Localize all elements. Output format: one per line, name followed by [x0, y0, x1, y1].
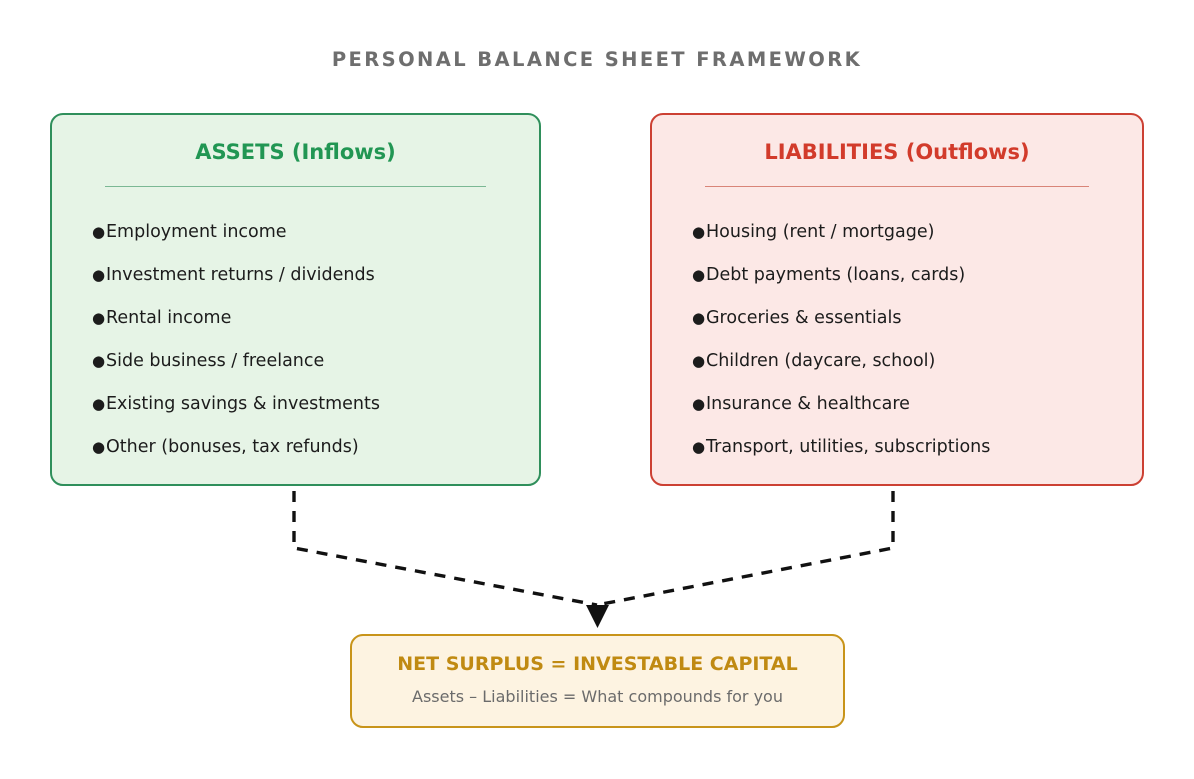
bullet-icon: ● [92, 395, 106, 413]
list-item: ● Housing (rent / mortgage) [692, 211, 1124, 254]
bullet-icon: ● [692, 223, 706, 241]
assets-panel: ASSETS (Inflows) ● Employment income ● I… [50, 113, 541, 486]
assets-divider [105, 186, 486, 187]
liabilities-list: ● Housing (rent / mortgage) ● Debt payme… [692, 211, 1124, 469]
list-item-label: Insurance & healthcare [706, 394, 910, 414]
list-item: ● Debt payments (loans, cards) [692, 254, 1124, 297]
bullet-icon: ● [692, 309, 706, 327]
bullet-icon: ● [692, 438, 706, 456]
list-item-label: Side business / freelance [106, 351, 325, 371]
list-item-label: Investment returns / dividends [106, 265, 375, 285]
net-surplus-box: NET SURPLUS = INVESTABLE CAPITAL Assets … [350, 634, 845, 728]
bullet-icon: ● [92, 309, 106, 327]
net-surplus-subtitle: Assets – Liabilities = What compounds fo… [412, 687, 783, 706]
list-item: ● Investment returns / dividends [92, 254, 521, 297]
list-item: ● Transport, utilities, subscriptions [692, 426, 1124, 469]
list-item-label: Debt payments (loans, cards) [706, 265, 966, 285]
liabilities-divider [705, 186, 1089, 187]
list-item: ● Side business / freelance [92, 340, 521, 383]
bullet-icon: ● [92, 223, 106, 241]
liabilities-connector-line [596, 491, 895, 607]
list-item: ● Employment income [92, 211, 521, 254]
assets-list: ● Employment income ● Investment returns… [92, 211, 521, 469]
list-item-label: Children (daycare, school) [706, 351, 936, 371]
list-item-label: Existing savings & investments [106, 394, 380, 414]
bullet-icon: ● [692, 352, 706, 370]
bullet-icon: ● [692, 395, 706, 413]
list-item: ● Other (bonuses, tax refunds) [92, 426, 521, 469]
list-item-label: Housing (rent / mortgage) [706, 222, 935, 242]
bullet-icon: ● [92, 266, 106, 284]
assets-connector-line [292, 491, 598, 607]
list-item: ● Groceries & essentials [692, 297, 1124, 340]
list-item-label: Transport, utilities, subscriptions [706, 437, 991, 457]
page-title: PERSONAL BALANCE SHEET FRAMEWORK [331, 48, 863, 71]
arrowhead-down-icon [586, 605, 609, 628]
list-item: ● Children (daycare, school) [692, 340, 1124, 383]
bullet-icon: ● [92, 352, 106, 370]
list-item-label: Rental income [106, 308, 232, 328]
list-item-label: Other (bonuses, tax refunds) [106, 437, 359, 457]
liabilities-heading: LIABILITIES (Outflows) [764, 140, 1030, 164]
assets-heading: ASSETS (Inflows) [195, 140, 396, 164]
bullet-icon: ● [692, 266, 706, 284]
list-item: ● Rental income [92, 297, 521, 340]
net-surplus-title: NET SURPLUS = INVESTABLE CAPITAL [397, 653, 798, 675]
list-item: ● Existing savings & investments [92, 383, 521, 426]
list-item-label: Groceries & essentials [706, 308, 902, 328]
list-item: ● Insurance & healthcare [692, 383, 1124, 426]
list-item-label: Employment income [106, 222, 287, 242]
bullet-icon: ● [92, 438, 106, 456]
liabilities-panel: LIABILITIES (Outflows) ● Housing (rent /… [650, 113, 1144, 486]
